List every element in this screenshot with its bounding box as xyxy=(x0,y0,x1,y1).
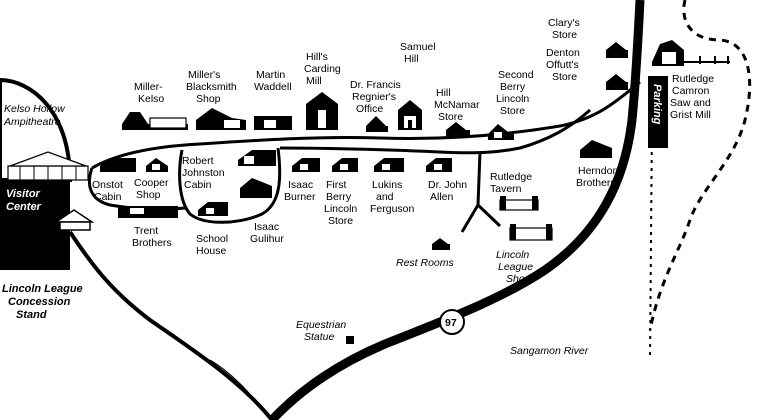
offutt-store-label: Denton Offutt's Store xyxy=(546,47,583,83)
route-97-shield: 97 xyxy=(439,309,465,335)
samuel-hill-label: Samuel Hill xyxy=(400,41,439,65)
rest-path xyxy=(460,151,482,233)
miller-kelso-label: Miller- Kelso xyxy=(134,81,166,105)
miller-blacksmith-label: Miller's Blacksmith Shop xyxy=(186,69,240,105)
onstot-label: Onstot Cabin xyxy=(92,179,126,203)
second-berry-label: Second Berry Lincoln Store xyxy=(496,69,537,117)
clarys-store-label: Clary's Store xyxy=(548,17,583,41)
first-berry-building xyxy=(332,158,358,172)
trail-dotted xyxy=(649,119,653,361)
robert-johnston-label: Robert Johnston Cabin xyxy=(182,155,228,191)
visitor-center-label: Visitor Center xyxy=(6,188,43,213)
rest-rooms-label: Rest Rooms xyxy=(396,257,455,269)
onstot-building xyxy=(100,158,136,172)
parking-sign: Parking xyxy=(648,76,668,148)
waddell-label: Martin Waddell xyxy=(254,69,292,93)
visitor-center-block xyxy=(0,180,70,270)
carding-mill-label: Hill's Carding Mill xyxy=(304,51,344,87)
access-road-inner xyxy=(209,359,263,411)
samuel-hill-building xyxy=(398,100,422,130)
highway-97 xyxy=(268,0,645,420)
burner-building xyxy=(292,158,320,172)
first-berry-label: First Berry Lincoln Store xyxy=(324,179,360,227)
loop-building xyxy=(240,178,272,198)
labels: Miller- Kelso Miller's Blacksmith Shop M… xyxy=(92,17,717,357)
sangamon-river-label: Sangamon River xyxy=(510,345,589,357)
tavern-building xyxy=(499,196,539,211)
school-house-building xyxy=(198,202,228,216)
trent-building xyxy=(118,206,178,218)
visitor-center-icon xyxy=(7,151,89,181)
access-road xyxy=(68,230,274,420)
roads xyxy=(68,0,752,420)
gulihur-label: Isaac Gulihur xyxy=(250,221,284,245)
regnier-label: Dr. Francis Regnier's Office xyxy=(350,79,404,115)
second-berry-building xyxy=(488,124,514,140)
allen-label: Dr. John Allen xyxy=(428,179,470,203)
route-97-label: 97 xyxy=(445,317,457,329)
hill-mcnamar-label: Hill McNamar Store xyxy=(434,87,482,123)
herndon-label: Herndon Brothers xyxy=(576,165,621,189)
statue-marker xyxy=(346,336,354,344)
kelso-hollow-label: Kelso Hollow Ampitheatre xyxy=(3,103,68,128)
cooper-label: Cooper Shop xyxy=(134,177,171,201)
burner-label: Isaac Burner xyxy=(284,179,316,203)
school-house-label: School House xyxy=(196,233,231,257)
statue-label: Equestrian Statue xyxy=(296,319,349,343)
parking-label: Parking xyxy=(651,84,663,125)
cooper-building xyxy=(146,158,168,172)
concession-stand-icon xyxy=(53,209,95,231)
hill-mcnamar-building xyxy=(446,122,470,138)
miller-kelso-building xyxy=(122,112,188,130)
regnier-building xyxy=(366,116,388,132)
clarys-store-building xyxy=(606,42,628,58)
offutt-store-building xyxy=(606,74,628,90)
waddell-building xyxy=(254,116,292,130)
league-shop-building xyxy=(509,224,553,241)
rutledge-mill-label: Rutledge Camron Saw and Grist Mill xyxy=(670,73,717,121)
visitor-area: Visitor Center xyxy=(0,77,95,270)
rutledge-mill-building xyxy=(652,40,730,66)
tavern-label: Rutledge Tavern xyxy=(490,171,535,195)
concession-label: Lincoln League Concession Stand xyxy=(2,283,86,321)
herndon-building xyxy=(580,140,612,158)
robert-johnston-building xyxy=(238,150,276,166)
trent-label: Trent Brothers xyxy=(132,225,172,249)
trail-dashed xyxy=(648,0,752,331)
shop-path xyxy=(476,203,502,228)
rest-rooms-building xyxy=(432,238,450,250)
league-shop-label: Lincoln League Shop xyxy=(496,249,536,285)
blacksmith-building xyxy=(196,108,246,130)
village-path-main xyxy=(279,108,592,155)
carding-mill-building xyxy=(306,92,338,130)
allen-building xyxy=(426,158,452,172)
inner-loop xyxy=(178,147,282,224)
lukins-building xyxy=(374,158,404,172)
lukins-label: Lukins and Ferguson xyxy=(370,179,415,215)
buildings xyxy=(100,40,730,344)
